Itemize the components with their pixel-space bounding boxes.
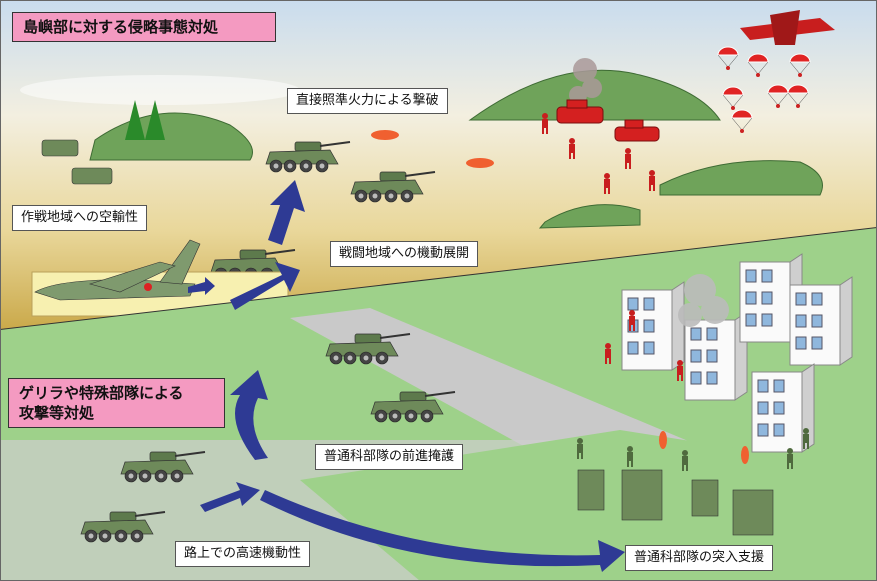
arrow-forward	[268, 180, 305, 245]
trees	[125, 100, 165, 140]
direct-fire-label: 直接照準火力による撃破	[287, 88, 448, 114]
hill	[538, 204, 641, 229]
enemy-tanks	[556, 99, 660, 142]
muzzle-flash-upward	[659, 431, 749, 464]
arrow-sweep	[260, 490, 625, 572]
arrow-up	[230, 370, 268, 460]
hill	[659, 160, 823, 196]
arrow-deploy	[230, 262, 300, 310]
arrow-load	[188, 277, 215, 295]
infantry-vehicles	[577, 469, 774, 536]
airlift-label: 作戦地域への空輸性	[12, 205, 148, 231]
deployment-label: 戦闘地域への機動展開	[330, 241, 479, 267]
smoke	[569, 58, 602, 104]
light-vehicles	[41, 139, 113, 185]
transport-plane-red	[740, 10, 835, 45]
guerrilla-title-line1: ゲリラや特殊部隊による	[19, 384, 184, 402]
arrows	[188, 180, 625, 572]
arrow-right	[200, 482, 260, 512]
cover-label: 普通科部隊の前進掩護	[315, 444, 464, 470]
transport-plane	[34, 239, 201, 301]
road-mobility-label: 路上での高速機動性	[175, 541, 311, 567]
island-section-title: 島嶼部に対する侵略事態対処	[12, 12, 276, 42]
guerrilla-title-line2: 攻撃等対処	[19, 404, 95, 422]
building-smoke	[678, 274, 729, 327]
assault-support-label: 普通科部隊の突入支援	[625, 545, 774, 571]
guerrilla-section-title: ゲリラや特殊部隊による 攻撃等対処	[8, 378, 225, 428]
